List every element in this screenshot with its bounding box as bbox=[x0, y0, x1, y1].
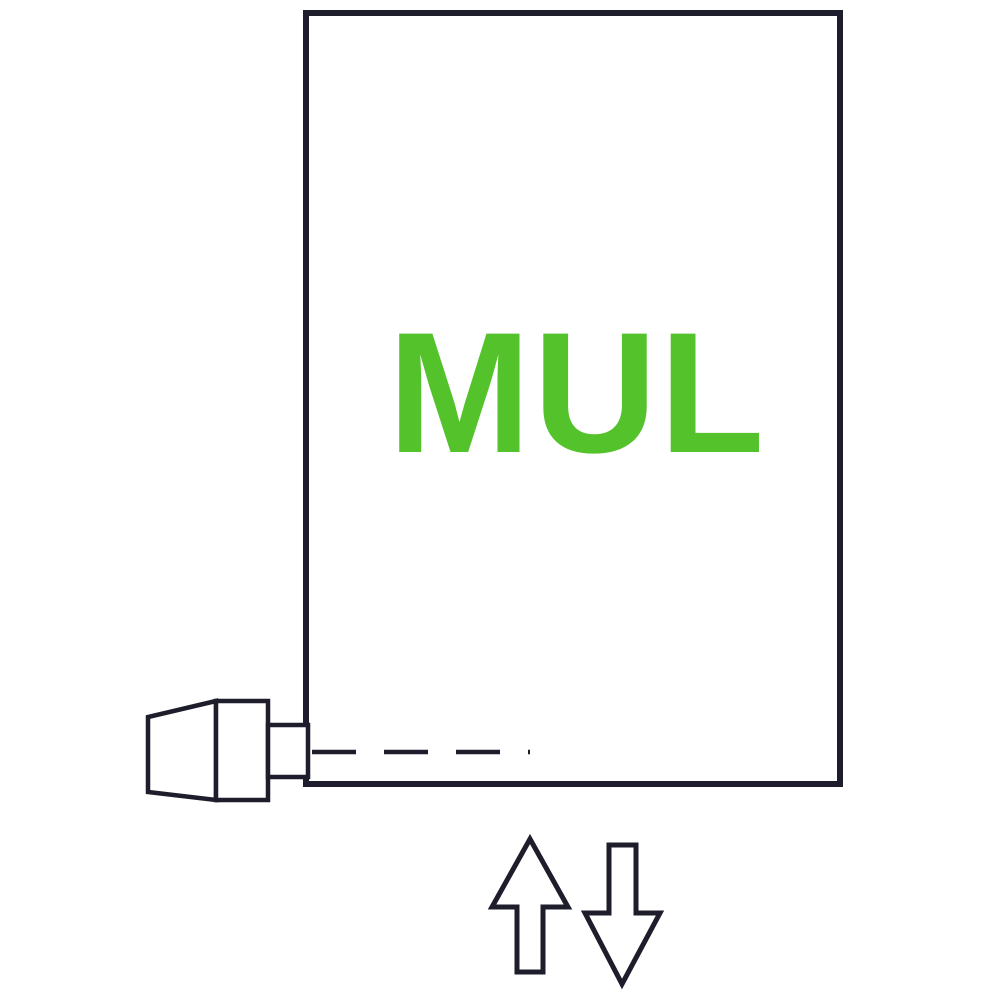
up-arrow-icon bbox=[487, 833, 573, 975]
valve-neck bbox=[265, 722, 311, 780]
valve-body bbox=[213, 698, 271, 803]
valve-cone bbox=[145, 698, 219, 803]
radiator-model-label: MUL bbox=[388, 297, 767, 489]
down-arrow-icon bbox=[580, 842, 665, 990]
radiator-body-outline bbox=[303, 10, 843, 787]
